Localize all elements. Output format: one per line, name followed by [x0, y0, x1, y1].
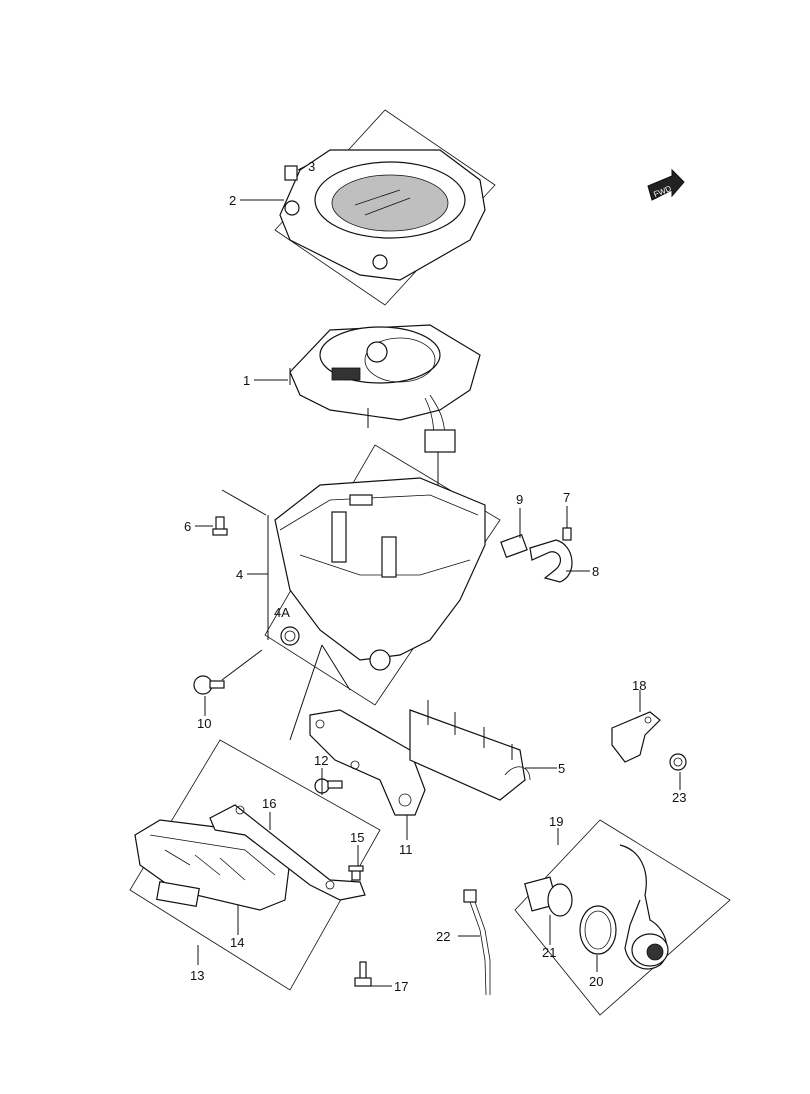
callout-10: 10	[197, 716, 211, 731]
callout-15: 15	[350, 830, 364, 845]
callout-18: 18	[632, 678, 646, 693]
screw-15-icon	[348, 865, 364, 881]
leader-lines	[195, 165, 681, 987]
callout-13: 13	[190, 968, 204, 983]
callout-2: 2	[229, 193, 236, 208]
indicator-assembly-group	[129, 739, 381, 991]
screw-6-icon	[212, 516, 228, 536]
callout-8: 8	[592, 564, 599, 579]
meter-cover-group	[274, 109, 496, 306]
callout-5: 5	[558, 761, 565, 776]
cable-tie-22-icon	[463, 889, 491, 996]
callout-12: 12	[314, 753, 328, 768]
bracket-18-group	[611, 711, 661, 763]
callout-17: 17	[394, 979, 408, 994]
gauge-unit-group	[289, 324, 481, 520]
circuit-board-group	[409, 700, 531, 801]
bolt-12-icon	[314, 778, 343, 794]
fwd-arrow-icon: FWD	[647, 168, 685, 201]
callout-11: 11	[399, 842, 413, 857]
callout-9: 9	[516, 492, 523, 507]
callout-14: 14	[230, 935, 244, 950]
lower-case-group	[264, 444, 501, 706]
callout-22: 22	[436, 929, 450, 944]
callout-1: 1	[243, 373, 250, 388]
callout-16: 16	[262, 796, 276, 811]
callout-4a: 4A	[274, 605, 290, 620]
callout-6: 6	[184, 519, 191, 534]
callout-7: 7	[563, 490, 570, 505]
callout-4: 4	[236, 567, 243, 582]
sensor-group-19	[514, 819, 731, 1016]
callout-3: 3	[308, 159, 315, 174]
callout-20: 20	[589, 974, 603, 989]
bracket-11-group	[309, 709, 426, 816]
callout-labels: 1 2 3 4 4A 5 6 7 8 9 10 11 12 13 14 15 1…	[184, 159, 686, 994]
callout-19: 19	[549, 814, 563, 829]
callout-23: 23	[672, 790, 686, 805]
clamp-group	[500, 527, 573, 583]
clip-23-icon	[669, 753, 687, 771]
bolt-10-icon	[193, 675, 225, 695]
screw-17-icon	[354, 961, 372, 987]
callout-21: 21	[542, 945, 556, 960]
